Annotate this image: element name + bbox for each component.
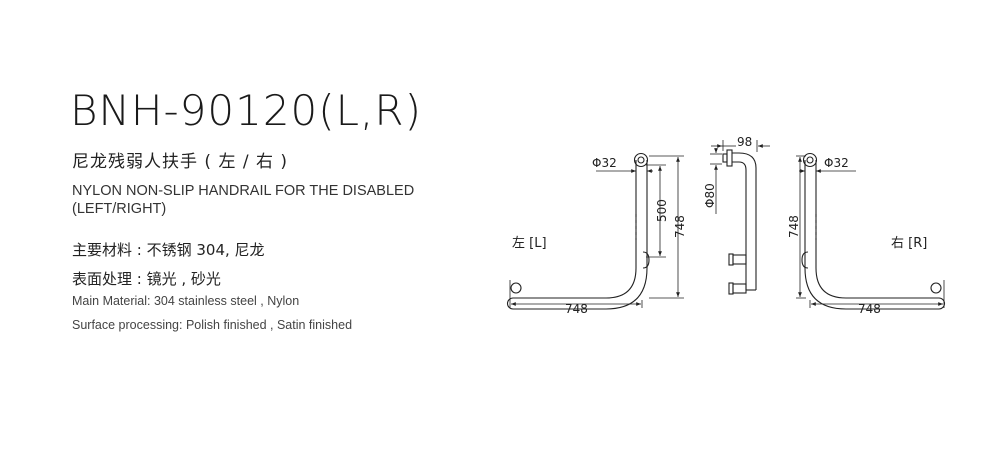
side-flange-diameter-label: Φ80	[703, 183, 717, 208]
product-name-chinese: 尼龙残弱人扶手 ( 左 / 右 )	[72, 152, 289, 172]
product-model-title: BNH-90120(L,R)	[70, 86, 422, 135]
left-mid-bracket	[642, 251, 650, 269]
left-width-label: 748	[565, 302, 588, 316]
left-side-label: 左 [L]	[512, 236, 547, 251]
right-height-label: 748	[787, 215, 801, 238]
surface-english: Surface processing: Polish finished , Sa…	[72, 318, 353, 332]
side-bottom-flange	[732, 283, 747, 294]
left-inner-height-label: 500	[655, 199, 669, 222]
right-mid-bracket	[801, 251, 809, 269]
side-top-flange	[726, 149, 733, 167]
product-name-english-line1: NYLON NON-SLIP HANDRAIL FOR THE DISABLED	[72, 183, 415, 199]
left-handrail-drawing	[507, 152, 650, 310]
right-width-label: 748	[858, 302, 881, 316]
right-top-mount	[802, 152, 818, 168]
material-english: Main Material: 304 stainless steel , Nyl…	[72, 294, 300, 308]
right-end-mount	[930, 282, 942, 294]
left-tube-diameter-label: Φ32	[592, 156, 617, 170]
side-depth-label: 98	[737, 135, 752, 149]
right-tube-diameter-label: Φ32	[824, 156, 849, 170]
left-handrail-tube	[513, 160, 637, 299]
right-handrail-tube	[815, 160, 939, 299]
left-top-mount	[633, 152, 649, 168]
product-name-english-line2: (LEFT/RIGHT)	[72, 201, 167, 217]
right-side-label: 右 [R]	[891, 236, 927, 251]
side-view-drawing	[722, 149, 757, 295]
surface-chinese: 表面处理 : 镜光 , 砂光	[72, 270, 221, 288]
material-chinese: 主要材料 : 不锈钢 304, 尼龙	[72, 241, 265, 259]
left-total-height-label: 748	[673, 215, 687, 238]
right-handrail-drawing	[801, 152, 945, 310]
left-end-mount	[510, 282, 522, 294]
product-name-english: NYLON NON-SLIP HANDRAIL FOR THE DISABLED…	[72, 182, 414, 218]
side-mid-flange	[732, 254, 747, 265]
